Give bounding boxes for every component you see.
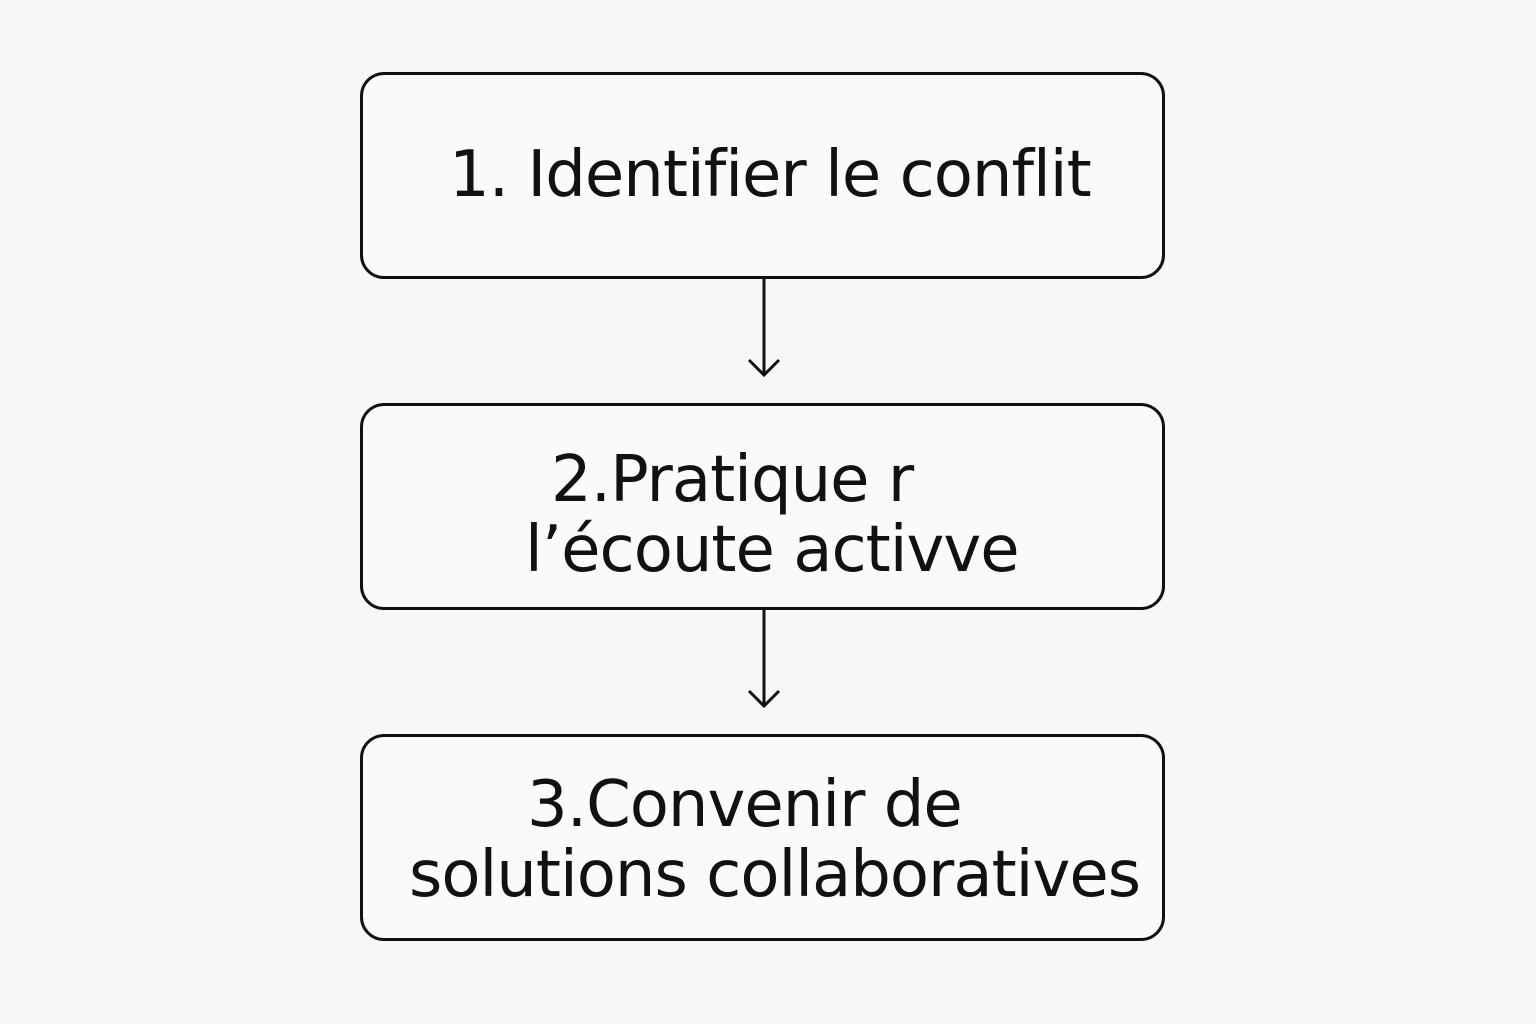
step-box-active-listening: 2.Pratique r l’écoute activve [360,403,1165,610]
down-arrow-icon [747,610,781,709]
step-3-text-line-1: 3.Convenir de [527,768,963,842]
step-3-text-line-2: solutions collaboratives [409,838,1141,912]
step-box-collaborative-solutions: 3.Convenir de solutions collaboratives [360,734,1165,941]
step-2-text-line-2: l’écoute activve [525,513,1020,587]
down-arrow-icon [747,279,781,378]
step-2-text-line-1: 2.Pratique r [551,443,914,517]
step-1-text: 1. Identifier le conflit [449,138,1092,212]
step-box-identify-conflict: 1. Identifier le conflit [360,72,1165,279]
